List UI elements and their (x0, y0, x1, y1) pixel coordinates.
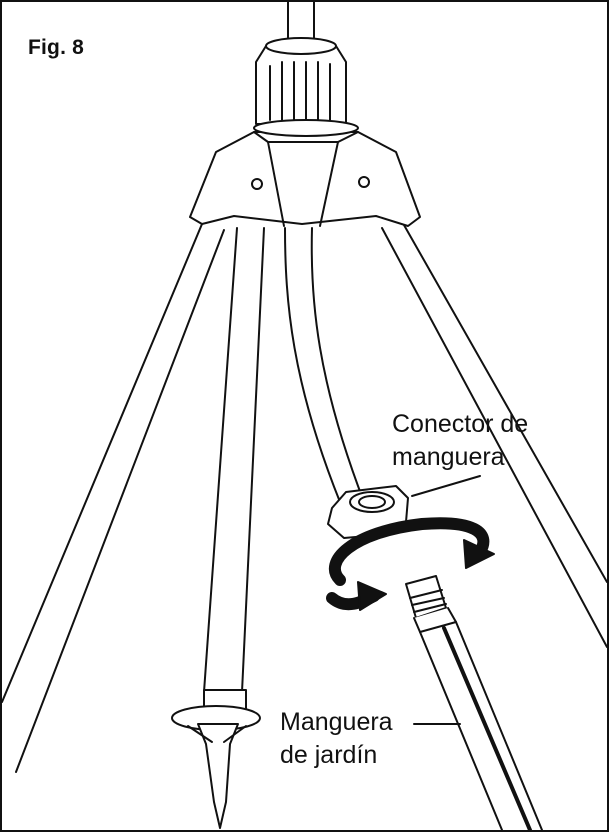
label-hose-connector-line-1: Conector de (392, 410, 529, 438)
riser-pipe (287, 2, 315, 43)
label-garden-hose-line-1: Manguera (280, 708, 393, 736)
garden-hose (419, 621, 543, 830)
tripod-hub (189, 131, 421, 227)
inner-hose (284, 227, 365, 503)
leader-line-connector (411, 475, 481, 497)
garden-hose-fitting (405, 575, 457, 633)
label-garden-hose: Manguera de jardín (280, 706, 393, 772)
leg-foot-spike (171, 689, 261, 829)
label-garden-hose-line-2: de jardín (280, 741, 378, 769)
hub-bolt-hole-right (358, 176, 370, 188)
label-hose-connector-line-2: manguera (392, 443, 505, 471)
tripod-leg-front (203, 227, 265, 693)
hub-bolt-hole-left (251, 178, 263, 190)
coupling-nut (253, 37, 359, 137)
figure-title: Fig. 8 (28, 36, 85, 59)
tripod-leg-right (381, 217, 607, 648)
rotation-arrow-icon (326, 517, 495, 611)
tripod-leg-left (2, 223, 225, 773)
label-hose-connector: Conector de manguera (392, 408, 528, 474)
